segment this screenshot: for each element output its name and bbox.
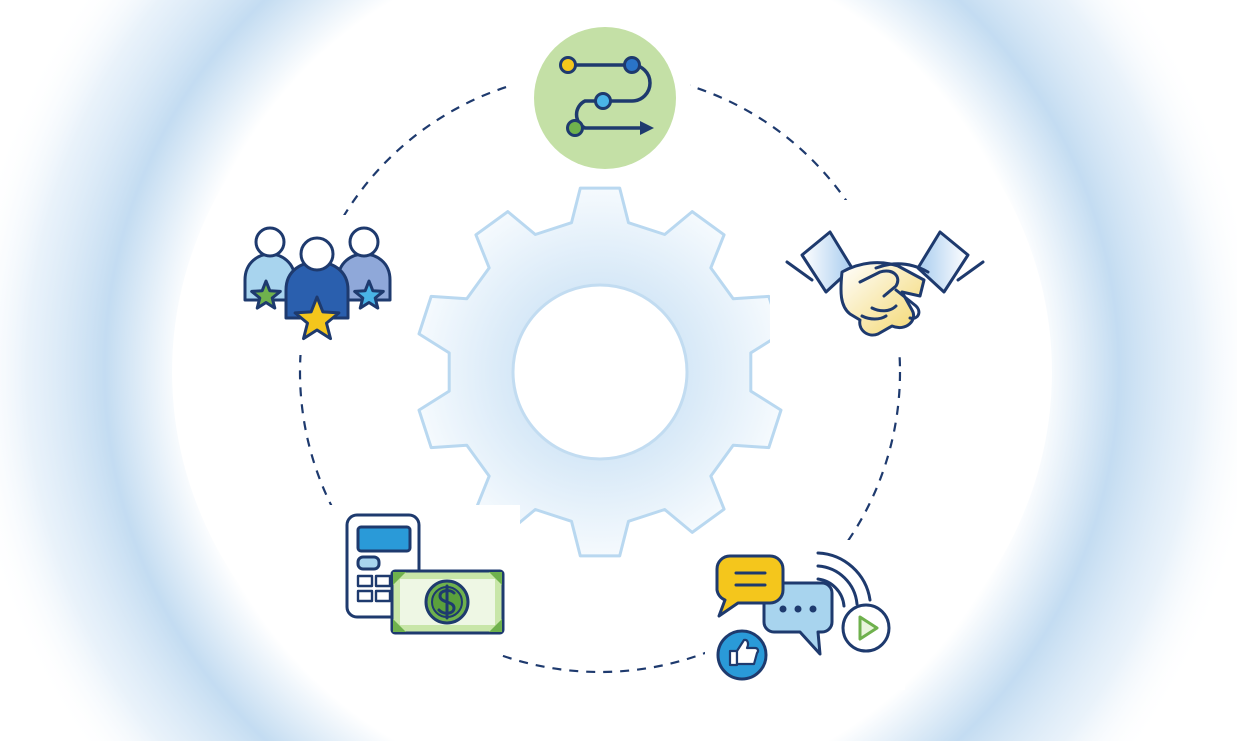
roadmap-path-icon — [559, 56, 654, 137]
star-icon — [250, 279, 282, 310]
gear-hub — [511, 283, 689, 461]
node-roadmap — [510, 18, 690, 178]
star-icon — [293, 295, 341, 341]
gear-icon — [417, 186, 783, 558]
calculator-money-icon — [345, 513, 505, 635]
handshake-icon — [785, 230, 985, 337]
chat-bubbles-icon — [715, 551, 891, 681]
node-payment — [330, 505, 520, 655]
sound-waves — [816, 551, 872, 608]
rated-team-icon — [243, 226, 392, 341]
node-partnership — [770, 200, 1000, 350]
star-icon — [353, 279, 385, 310]
node-communication — [705, 540, 905, 690]
node-team — [232, 215, 407, 355]
